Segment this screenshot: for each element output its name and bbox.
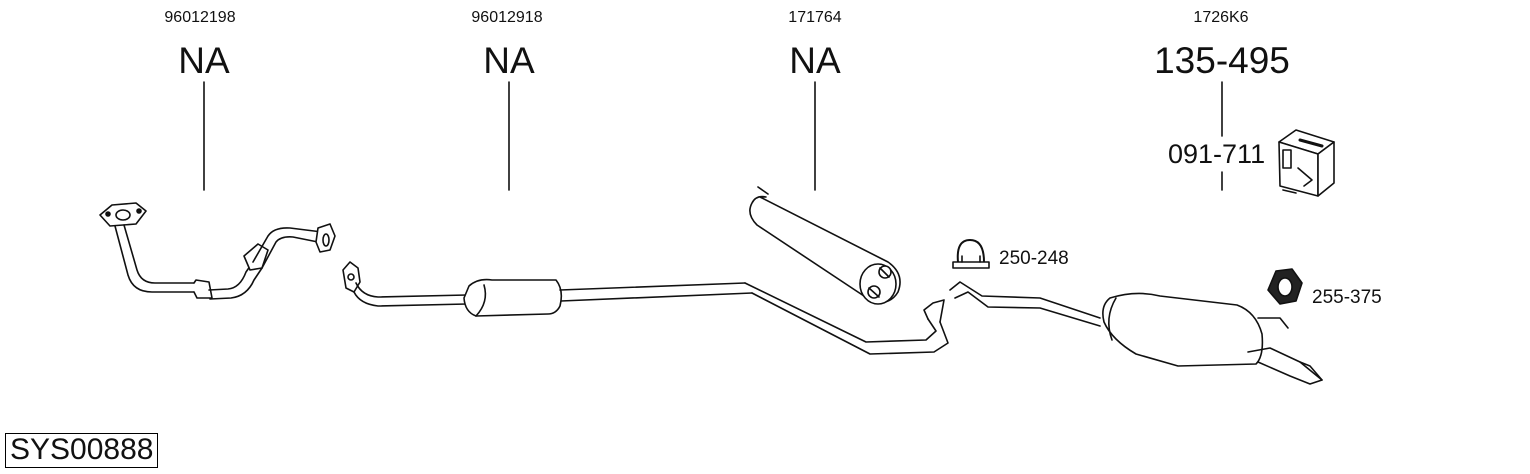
front-pipe-drawing[interactable]	[99, 202, 336, 300]
part-4-kit-code[interactable]: 091-711	[1168, 139, 1266, 169]
part-3-reference: 171764	[788, 9, 842, 26]
part-3-code[interactable]: NA	[789, 40, 841, 81]
part-4-code[interactable]: 135-495	[1154, 40, 1290, 81]
rear-silencer-drawing[interactable]	[949, 281, 1323, 385]
part-2-reference: 96012918	[471, 9, 543, 26]
intermediate-pipe-drawing[interactable]	[342, 261, 949, 355]
fitting-kit-box-icon[interactable]	[1278, 129, 1335, 197]
clamp-code[interactable]: 250-248	[999, 248, 1069, 269]
system-code-box: SYS00888	[5, 433, 159, 468]
middle-silencer-drawing[interactable]	[749, 186, 901, 305]
part-1-code[interactable]: NA	[178, 40, 230, 81]
hex-gasket-icon[interactable]	[1267, 268, 1303, 305]
gasket-code[interactable]: 255-375	[1312, 287, 1382, 308]
part-1-reference: 96012198	[164, 9, 236, 26]
u-bolt-clamp-icon[interactable]	[952, 239, 990, 269]
part-2-code[interactable]: NA	[483, 40, 535, 81]
part-4-reference: 1726K6	[1193, 9, 1249, 26]
